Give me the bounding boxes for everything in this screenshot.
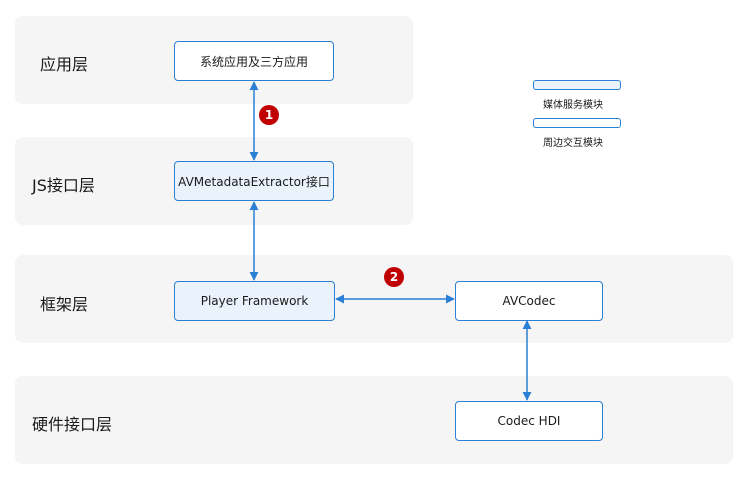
framework-layer-label: 框架层 bbox=[40, 295, 89, 314]
legend-media-swatch bbox=[533, 80, 621, 90]
app-layer-label: 应用层 bbox=[40, 55, 89, 74]
system-apps-box: 系统应用及三方应用 bbox=[174, 41, 334, 81]
js-layer-label: JS接口层 bbox=[32, 176, 95, 195]
legend-media-label: 媒体服务模块 bbox=[543, 100, 603, 111]
player-framework-box: Player Framework bbox=[174, 281, 335, 321]
legend-peripheral-swatch bbox=[533, 118, 621, 128]
hdi-layer bbox=[15, 376, 733, 464]
codec-hdi-box: Codec HDI bbox=[455, 401, 603, 441]
badge-two: 2 bbox=[384, 267, 404, 287]
hdi-layer-label: 硬件接口层 bbox=[32, 415, 113, 434]
legend-peripheral-label: 周边交互模块 bbox=[543, 138, 603, 149]
av-metadata-extractor-box: AVMetadataExtractor接口 bbox=[174, 161, 334, 201]
avcodec-box: AVCodec bbox=[455, 281, 603, 321]
badge-one: 1 bbox=[259, 105, 279, 125]
